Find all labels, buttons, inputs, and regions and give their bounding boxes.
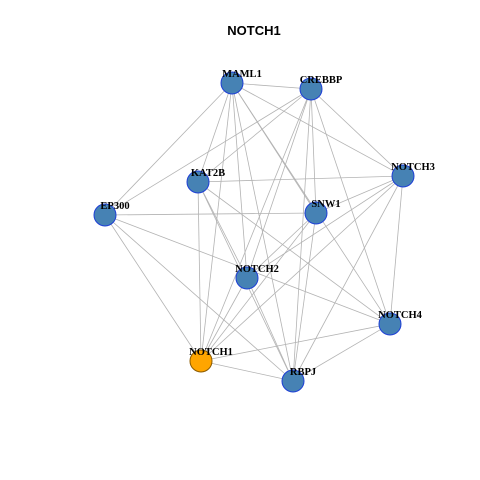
node-label-ep300: EP300 bbox=[100, 201, 129, 212]
node-notch4[interactable] bbox=[378, 312, 402, 336]
edge-maml1-kat2b bbox=[197, 82, 233, 183]
edge-ep300-snw1 bbox=[104, 212, 317, 216]
edge-crebbp-ep300 bbox=[104, 88, 312, 216]
edge-maml1-notch1 bbox=[200, 82, 233, 362]
diagram-title: NOTCH1 bbox=[227, 23, 280, 38]
edge-notch3-snw1 bbox=[315, 175, 404, 214]
edge-notch3-notch4 bbox=[389, 175, 404, 325]
edge-notch3-notch2 bbox=[246, 175, 404, 279]
node-layer bbox=[93, 71, 415, 393]
node-label-notch2: NOTCH2 bbox=[235, 264, 279, 275]
edge-maml1-crebbp bbox=[231, 82, 312, 90]
edge-crebbp-snw1 bbox=[310, 88, 317, 214]
edge-snw1-notch2 bbox=[246, 212, 317, 279]
edge-notch4-rbpj bbox=[292, 323, 391, 382]
edge-notch1-rbpj bbox=[200, 360, 294, 382]
node-ep300[interactable] bbox=[93, 203, 117, 227]
edge-crebbp-notch3 bbox=[310, 88, 404, 177]
edge-crebbp-notch4 bbox=[310, 88, 391, 325]
edge-kat2b-notch1 bbox=[197, 181, 202, 362]
edge-notch2-rbpj bbox=[246, 277, 294, 382]
edge-kat2b-notch4 bbox=[197, 181, 391, 325]
edge-notch2-notch1 bbox=[200, 277, 248, 362]
node-label-maml1: MAML1 bbox=[222, 69, 262, 80]
node-label-snw1: SNW1 bbox=[311, 199, 340, 210]
edge-kat2b-notch2 bbox=[197, 181, 248, 279]
node-notch3[interactable] bbox=[391, 164, 415, 188]
edge-crebbp-kat2b bbox=[197, 88, 312, 183]
node-kat2b[interactable] bbox=[186, 170, 210, 194]
edge-crebbp-notch2 bbox=[246, 88, 312, 279]
edge-snw1-rbpj bbox=[292, 212, 317, 382]
edge-maml1-ep300 bbox=[104, 82, 233, 216]
node-label-notch4: NOTCH4 bbox=[378, 310, 423, 321]
edge-snw1-notch1 bbox=[200, 212, 317, 362]
node-maml1[interactable] bbox=[220, 71, 244, 95]
node-rbpj[interactable] bbox=[281, 369, 305, 393]
node-label-kat2b: KAT2B bbox=[191, 168, 225, 179]
edge-ep300-rbpj bbox=[104, 214, 294, 382]
edge-crebbp-rbpj bbox=[292, 88, 312, 382]
node-snw1[interactable] bbox=[304, 201, 328, 225]
edge-ep300-notch1 bbox=[104, 214, 202, 362]
edge-notch3-notch1 bbox=[200, 175, 404, 362]
edge-notch3-kat2b bbox=[197, 175, 404, 183]
node-label-rbpj: RBPJ bbox=[290, 367, 316, 378]
node-label-notch1: NOTCH1 bbox=[189, 347, 233, 358]
edge-notch3-rbpj bbox=[292, 175, 404, 382]
node-crebbp[interactable] bbox=[299, 77, 323, 101]
edge-layer bbox=[104, 82, 404, 382]
edge-notch4-notch1 bbox=[200, 323, 391, 362]
node-notch2[interactable] bbox=[235, 266, 259, 290]
node-notch1[interactable] bbox=[189, 349, 213, 373]
node-label-crebbp: CREBBP bbox=[300, 75, 343, 86]
edge-maml1-notch3 bbox=[231, 82, 404, 177]
node-label-notch3: NOTCH3 bbox=[391, 162, 435, 173]
